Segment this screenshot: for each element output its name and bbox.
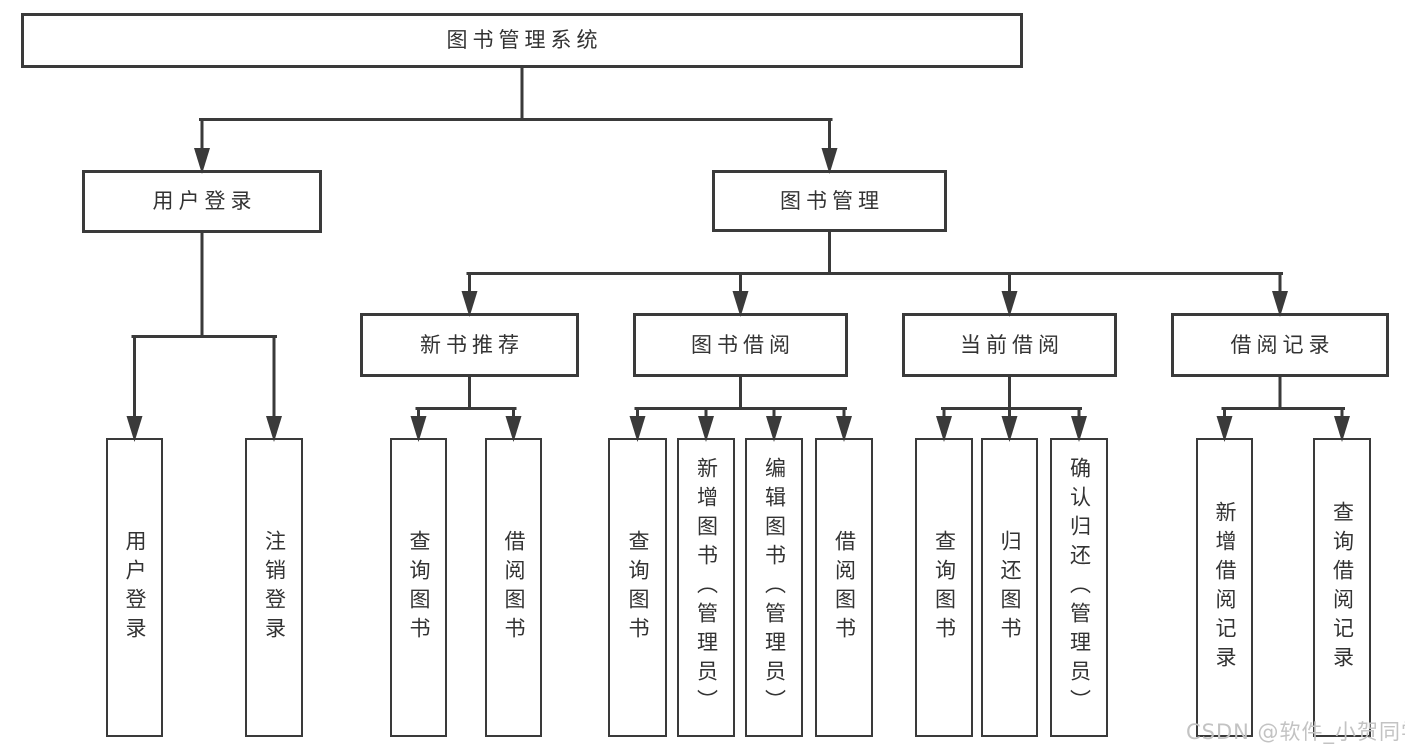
node-br-query: 查询借阅记录 xyxy=(1313,438,1371,737)
node-current-borrow: 当前借阅 xyxy=(902,313,1117,377)
node-leaf-logout: 注销登录 xyxy=(245,438,303,737)
node-new-book-rec: 新书推荐 xyxy=(360,313,579,377)
node-library-system: 图书管理系统 xyxy=(21,13,1023,68)
connector-line xyxy=(415,375,517,420)
node-book-borrow: 图书借阅 xyxy=(633,313,848,377)
node-leaf-user-login: 用户登录 xyxy=(106,438,163,737)
node-bb-borrow: 借阅图书 xyxy=(815,438,873,737)
connector-line xyxy=(131,231,277,420)
node-bb-add: 新增图书（管理员） xyxy=(677,438,735,737)
node-borrow-record: 借阅记录 xyxy=(1171,313,1389,377)
connector-line xyxy=(634,375,847,420)
connector-line xyxy=(1221,375,1345,420)
node-cb-query: 查询图书 xyxy=(915,438,973,737)
node-br-add: 新增借阅记录 xyxy=(1196,438,1253,737)
connector-line xyxy=(466,230,1283,295)
connector-line xyxy=(941,375,1082,420)
node-nb-borrow: 借阅图书 xyxy=(485,438,542,737)
node-book-mgmt: 图书管理 xyxy=(712,170,947,232)
node-user-login: 用户登录 xyxy=(82,170,322,233)
node-cb-return: 归还图书 xyxy=(981,438,1038,737)
connector-line xyxy=(199,66,833,152)
node-bb-query: 查询图书 xyxy=(608,438,667,737)
node-bb-edit: 编辑图书（管理员） xyxy=(745,438,803,737)
node-cb-confirm: 确认归还（管理员） xyxy=(1050,438,1108,737)
node-nb-query: 查询图书 xyxy=(390,438,447,737)
